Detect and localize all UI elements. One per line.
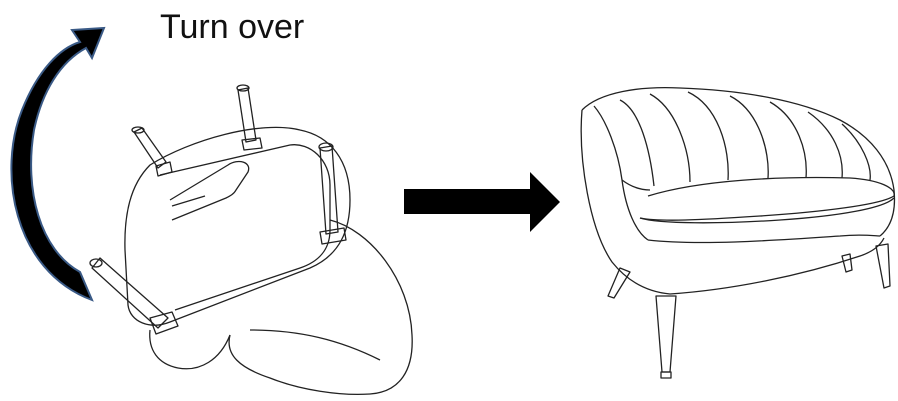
sofa-leg (876, 244, 890, 288)
sofa-leg (132, 127, 172, 176)
sofa-leg (656, 296, 676, 378)
right-arrow-icon (404, 172, 560, 232)
sofa-leg (319, 143, 346, 244)
sofa-leg (237, 85, 262, 150)
sofa-leg (842, 254, 852, 272)
sofa-upside-down (90, 85, 412, 394)
sofa-leg (608, 268, 630, 298)
sofa-upright (581, 88, 894, 378)
sofa-leg (90, 258, 178, 334)
curved-rotate-arrow-icon (11, 28, 104, 300)
